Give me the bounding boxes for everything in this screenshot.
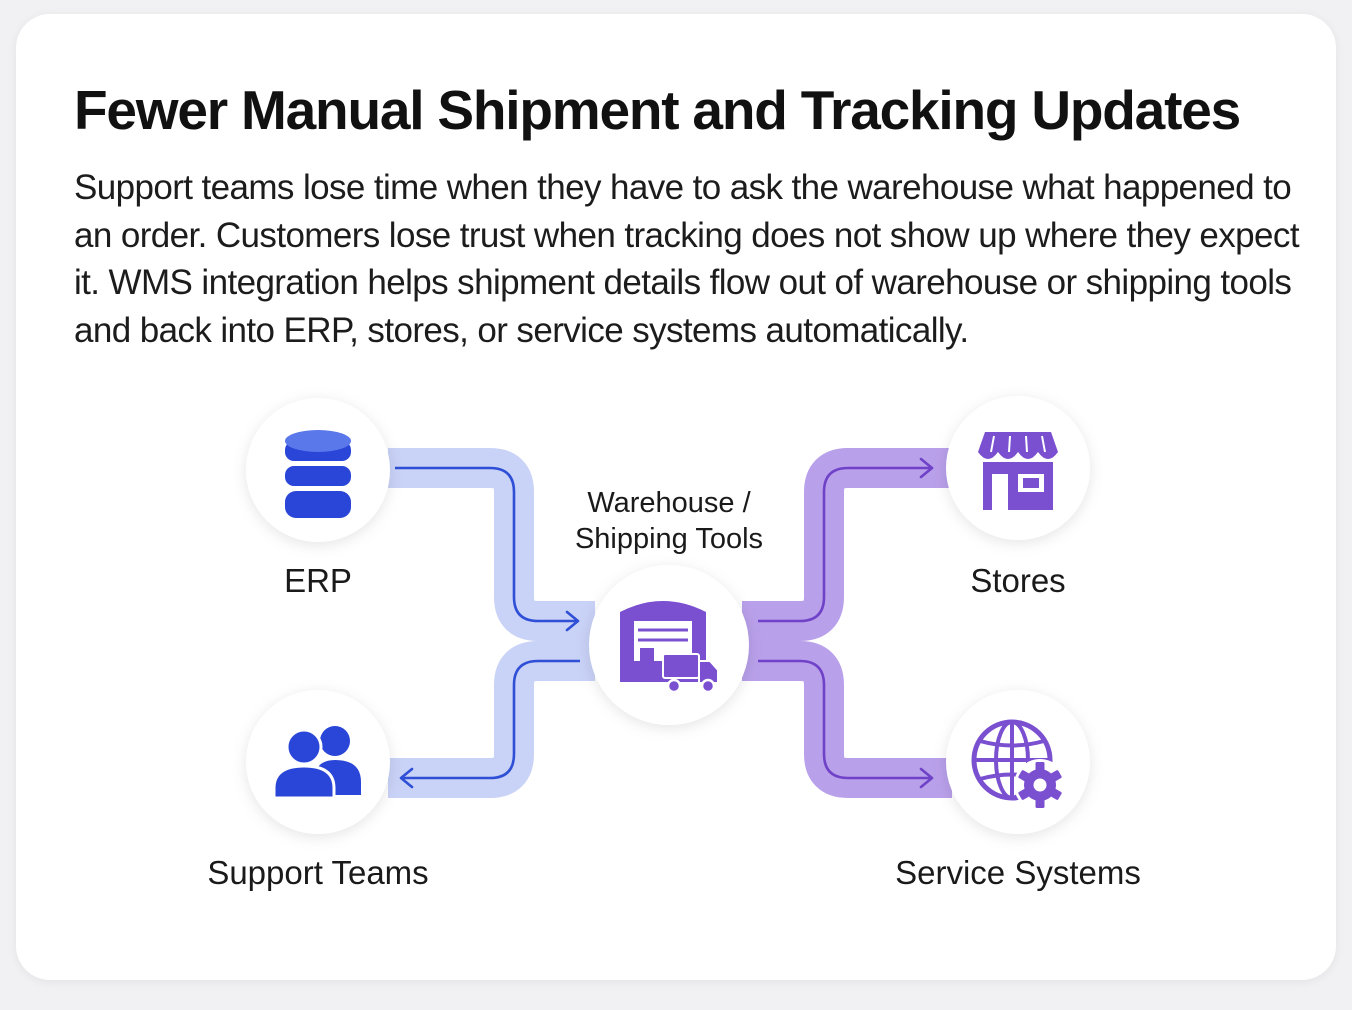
node-service-systems: Service Systems bbox=[895, 690, 1141, 891]
database-icon bbox=[285, 430, 351, 518]
storefront-icon bbox=[978, 432, 1058, 510]
page-description: Support teams lose time when they have t… bbox=[74, 168, 1300, 350]
connector-erp-to-center bbox=[388, 448, 595, 641]
page-title: Fewer Manual Shipment and Tracking Updat… bbox=[74, 79, 1241, 141]
arrowhead-to-service bbox=[919, 767, 934, 789]
connector-center-to-stores bbox=[742, 448, 952, 641]
center-label-line1: Warehouse / bbox=[587, 487, 751, 519]
users-icon bbox=[272, 726, 361, 800]
node-service-label: Service Systems bbox=[895, 854, 1141, 891]
node-support-teams: Support Teams bbox=[207, 690, 429, 891]
center-label-line2: Shipping Tools bbox=[575, 523, 763, 555]
node-warehouse: Warehouse / Shipping Tools bbox=[575, 487, 763, 725]
arrowhead-to-stores bbox=[919, 457, 934, 479]
node-erp-label: ERP bbox=[284, 562, 352, 599]
content-card bbox=[16, 14, 1336, 980]
connector-center-to-support bbox=[388, 641, 595, 798]
warehouse-truck-icon bbox=[620, 601, 719, 694]
globe-gear-icon bbox=[971, 719, 1066, 811]
node-stores-label: Stores bbox=[970, 562, 1065, 599]
connector-center-to-service bbox=[742, 641, 952, 798]
arrowhead-to-center bbox=[565, 610, 580, 632]
node-support-circle bbox=[246, 690, 390, 834]
node-erp: ERP bbox=[246, 398, 390, 599]
node-support-label: Support Teams bbox=[207, 854, 428, 891]
arrowhead-to-support bbox=[399, 767, 414, 789]
node-stores: Stores bbox=[946, 396, 1090, 599]
